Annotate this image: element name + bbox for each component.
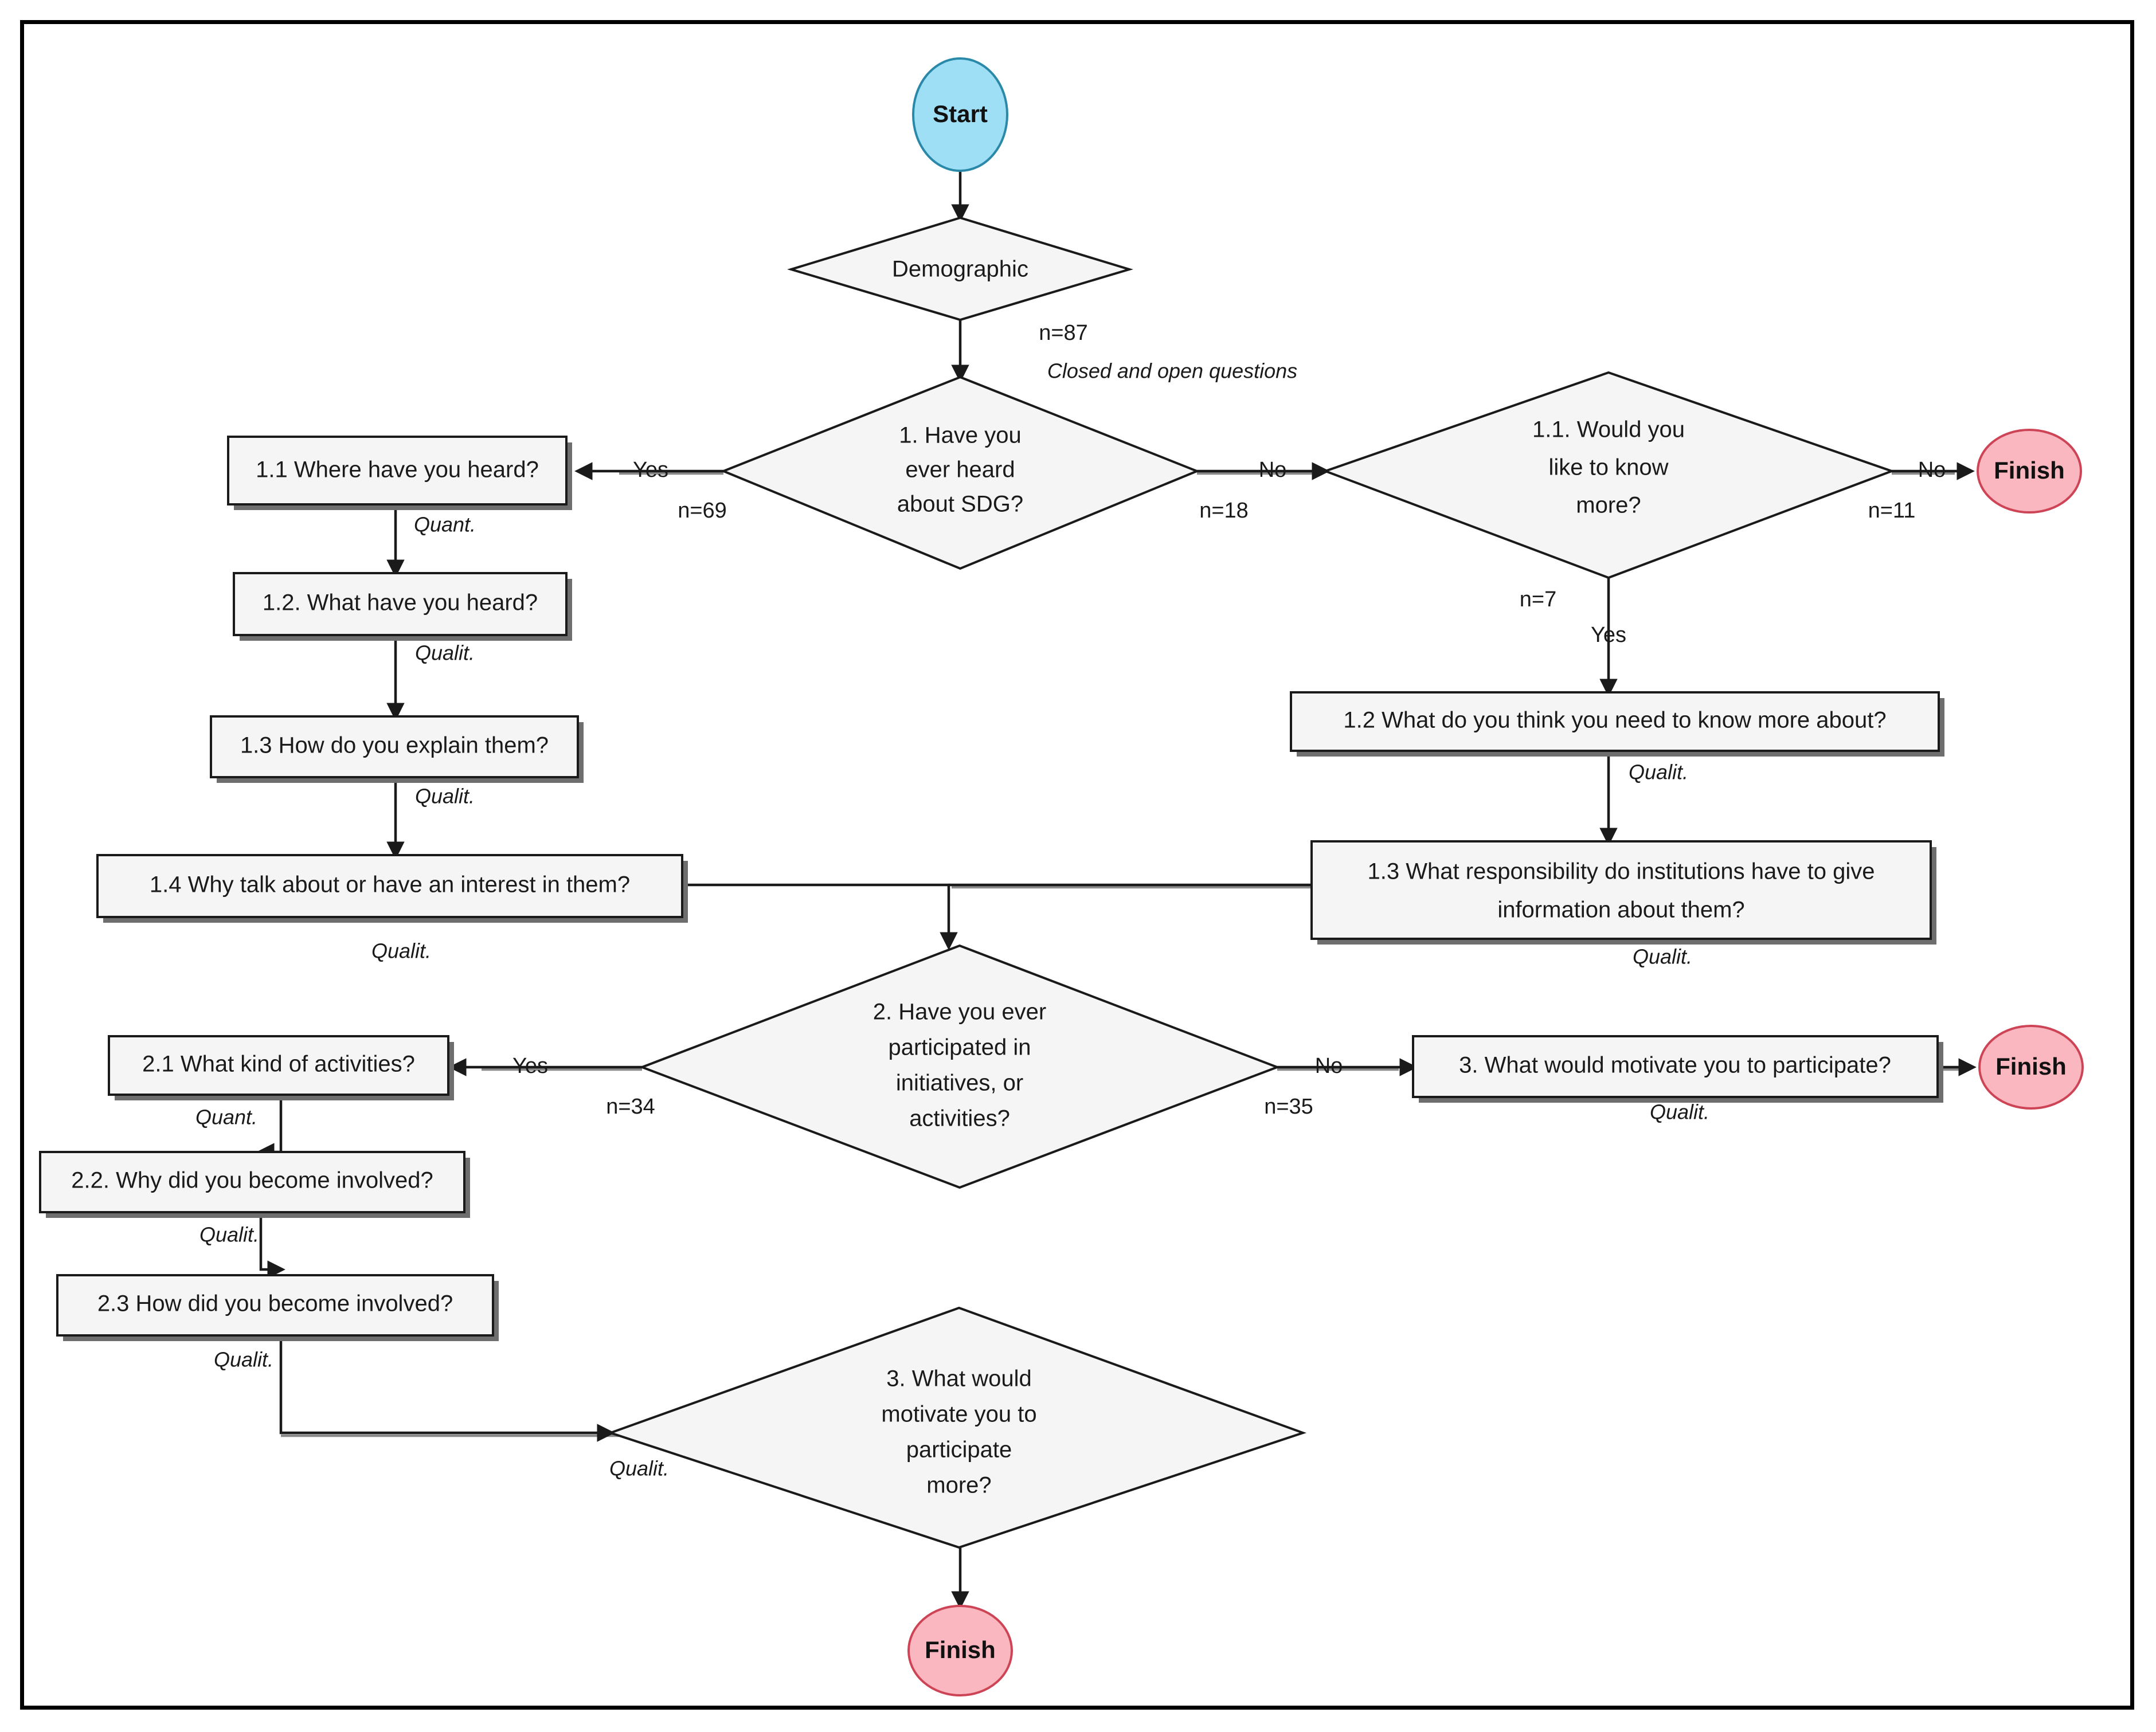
edge-label-q11-yes: Yes: [1591, 623, 1626, 647]
node-b13-label: 1.3 How do you explain them?: [240, 733, 549, 758]
node-q1-line3: about SDG?: [897, 492, 1023, 517]
edge-q2-no: No n=35: [1264, 1054, 1418, 1119]
edge-q11-yes: n=7 Yes: [1520, 578, 1626, 697]
node-q3-line2: motivate you to: [881, 1402, 1036, 1427]
node-b23-label: 2.3 How did you become involved?: [97, 1291, 453, 1316]
node-q1-heard-sdg[interactable]: 1. Have you ever heard about SDG?: [720, 375, 1200, 570]
edge-b14-to-q2: [688, 883, 958, 950]
node-q1-line1: 1. Have you: [899, 423, 1021, 448]
node-b13-explain-them[interactable]: 1.3 How do you explain them?: [210, 715, 584, 783]
node-r13-institutions-responsibility[interactable]: 1.3 What responsibility do institutions …: [1310, 840, 1936, 945]
node-demographic-label: Demographic: [892, 257, 1028, 282]
edge-demographic-to-q1: n=87 Closed and open questions: [951, 315, 1297, 383]
node-q11-line1: 1.1. Would you: [1532, 417, 1685, 442]
edge-label-method-b11: Quant.: [414, 513, 476, 536]
node-r12-label: 1.2 What do you think you need to know m…: [1343, 708, 1886, 733]
node-r13-line2: information about them?: [1497, 898, 1744, 923]
edge-label-q11-no-n: n=11: [1868, 499, 1916, 523]
node-start[interactable]: Start: [912, 57, 1008, 172]
node-b23-how-involved[interactable]: 2.3 How did you become involved?: [56, 1274, 499, 1341]
node-q11-line2: like to know: [1549, 455, 1669, 480]
edge-label-q2-no-n: n=35: [1264, 1095, 1313, 1119]
edge-q1-yes: Yes n=69: [574, 458, 727, 523]
node-start-label: Start: [933, 100, 988, 127]
node-q2-line4: activities?: [909, 1106, 1010, 1131]
node-q3-line3: participate: [906, 1437, 1012, 1463]
edge-label-q2-no: No: [1315, 1054, 1343, 1078]
edge-q1-no: No n=18: [1197, 458, 1330, 523]
node-b3right-label: 3. What would motivate you to participat…: [1459, 1053, 1891, 1078]
node-b14-label: 1.4 Why talk about or have an interest i…: [150, 872, 630, 898]
edge-label-method-b21: Quant.: [195, 1106, 257, 1129]
edge-label-method-b14: Qualit.: [371, 939, 431, 963]
node-finish-2[interactable]: Finish: [1978, 1025, 2084, 1110]
edge-q2-yes: Yes n=34: [448, 1054, 655, 1119]
edge-label-demographic-method: Closed and open questions: [1047, 359, 1297, 383]
edge-label-method-b23-tail: Qualit.: [609, 1457, 669, 1480]
edge-label-q1-yes-n: n=69: [678, 499, 727, 523]
node-finish-3[interactable]: Finish: [907, 1605, 1013, 1696]
edge-label-q1-no: No: [1259, 458, 1287, 482]
edge-label-method-b12: Qualit.: [415, 641, 475, 665]
node-b11-label: 1.1 Where have you heard?: [256, 457, 539, 483]
node-finish-3-label: Finish: [925, 1636, 996, 1663]
edge-label-n-total: n=87: [1039, 321, 1088, 345]
edge-b12-to-b13: Qualit.: [386, 637, 475, 721]
edge-r12-to-r13: Qualit.: [1599, 757, 1688, 846]
node-b22-label: 2.2. Why did you become involved?: [71, 1168, 433, 1193]
node-b3right-motivate-participate[interactable]: 3. What would motivate you to participat…: [1412, 1035, 1943, 1103]
edge-q11-no-finish: No n=11: [1868, 458, 1975, 523]
node-demographic[interactable]: Demographic: [787, 216, 1133, 322]
node-q11-know-more[interactable]: 1.1. Would you like to know more?: [1322, 371, 1895, 579]
edge-b23-to-q3: Qualit. Qualit.: [214, 1335, 669, 1480]
edge-b13-to-b14: Qualit.: [386, 781, 475, 860]
node-b22-why-involved[interactable]: 2.2. Why did you become involved?: [39, 1151, 470, 1218]
node-q2-line3: initiatives, or: [896, 1071, 1023, 1096]
edge-label-method-b13: Qualit.: [415, 785, 475, 808]
edge-label-q2-yes: Yes: [512, 1054, 548, 1078]
edge-b22-to-b23: Qualit.: [199, 1218, 285, 1279]
edge-label-method-r13: Qualit.: [1633, 945, 1692, 969]
edge-label-method-b3right: Qualit.: [1650, 1100, 1709, 1124]
edge-label-q1-yes: Yes: [633, 458, 668, 482]
node-b14-why-talk[interactable]: 1.4 Why talk about or have an interest i…: [96, 854, 688, 923]
edge-r13-to-q2: [949, 883, 1312, 889]
node-finish-2-label: Finish: [1995, 1053, 2067, 1080]
edge-b11-to-b12: Quant.: [386, 509, 476, 578]
edge-label-method-b23: Qualit.: [214, 1348, 273, 1372]
node-finish-1[interactable]: Finish: [1977, 429, 2082, 514]
node-q11-line3: more?: [1576, 493, 1641, 518]
edge-label-q2-yes-n: n=34: [606, 1095, 655, 1119]
node-b21-kind-activities[interactable]: 2.1 What kind of activities?: [108, 1035, 454, 1100]
node-b12-what-heard[interactable]: 1.2. What have you heard?: [233, 572, 572, 641]
node-finish-1-label: Finish: [1994, 457, 2065, 484]
node-b21-label: 2.1 What kind of activities?: [142, 1052, 415, 1077]
node-q2-line2: participated in: [888, 1035, 1031, 1060]
node-b12-label: 1.2. What have you heard?: [263, 590, 538, 616]
edge-label-method-b22: Qualit.: [199, 1223, 259, 1247]
node-q3-motivate-more[interactable]: 3. What would motivate you to participat…: [607, 1306, 1307, 1549]
node-r12-need-to-know[interactable]: 1.2 What do you think you need to know m…: [1290, 691, 1944, 757]
node-q3-line1: 3. What would: [886, 1366, 1031, 1392]
node-q3-line4: more?: [926, 1473, 991, 1498]
node-q2-line1: 2. Have you ever: [873, 1000, 1046, 1025]
node-b11-where-heard[interactable]: 1.1 Where have you heard?: [227, 436, 572, 510]
edge-label-q11-yes-n: n=7: [1520, 587, 1556, 612]
node-r13-line1: 1.3 What responsibility do institutions …: [1368, 859, 1875, 884]
node-q1-line2: ever heard: [905, 457, 1015, 483]
node-q2-participated[interactable]: 2. Have you ever participated in initiat…: [639, 944, 1281, 1189]
edge-label-q11-no: No: [1918, 458, 1946, 482]
edge-label-q1-no-n: n=18: [1199, 499, 1249, 523]
edge-label-method-r12: Qualit.: [1629, 761, 1688, 784]
edge-b21-to-b22: Quant.: [195, 1100, 283, 1161]
